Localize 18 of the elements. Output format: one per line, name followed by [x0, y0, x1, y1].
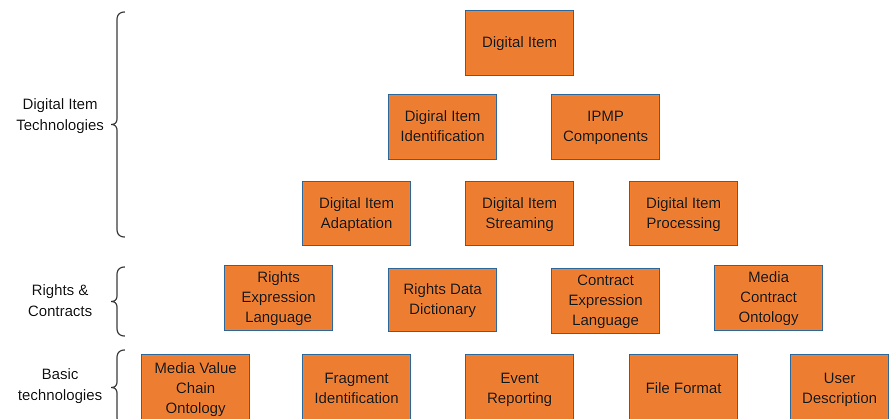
topic-box: Rights Expression Language — [224, 265, 333, 331]
topic-box: Media Value Chain Ontology — [141, 354, 250, 419]
topic-box: File Format — [629, 354, 738, 419]
topic-box: Digital Item Processing — [629, 181, 738, 246]
topic-box: Fragment Identification — [302, 354, 411, 419]
topic-box: Digiral Item Identification — [388, 94, 497, 160]
topic-box: Contract Expression Language — [551, 268, 660, 334]
topic-box: Digital Item Adaptation — [302, 181, 411, 246]
topic-box: User Description — [790, 354, 889, 419]
group-label: Rights & Contracts — [26, 281, 94, 322]
group-label: Digital Item Technologies — [15, 95, 105, 136]
topic-box: Rights Data Dictionary — [388, 268, 497, 332]
group-label: Basic technologies — [16, 365, 104, 406]
topic-box: Event Reporting — [465, 354, 574, 419]
topic-box: Digital Item Streaming — [465, 181, 574, 246]
topic-box: Digital Item — [465, 10, 574, 76]
topic-box: Media Contract Ontology — [714, 265, 823, 331]
topic-box: IPMP Components — [551, 94, 660, 160]
